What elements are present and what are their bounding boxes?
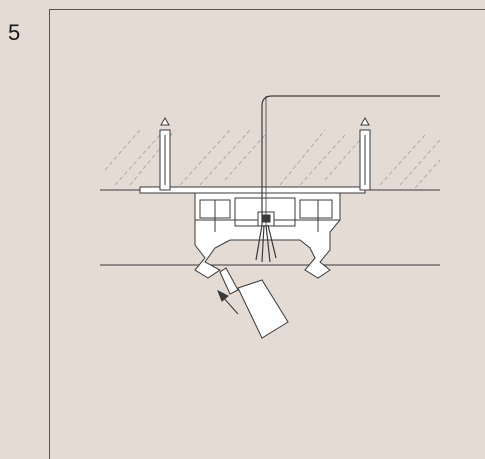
anchor-plug-icon (359, 116, 371, 191)
mounting-plate (139, 186, 366, 194)
power-cable-icon (255, 95, 440, 263)
anchor-plug-icon (159, 116, 171, 191)
step-number: 5 (8, 20, 21, 45)
insertion-arrow-icon (217, 289, 239, 315)
ceiling-hatching (104, 129, 441, 189)
tool-icon (219, 267, 289, 339)
illustration-panel (49, 9, 485, 459)
